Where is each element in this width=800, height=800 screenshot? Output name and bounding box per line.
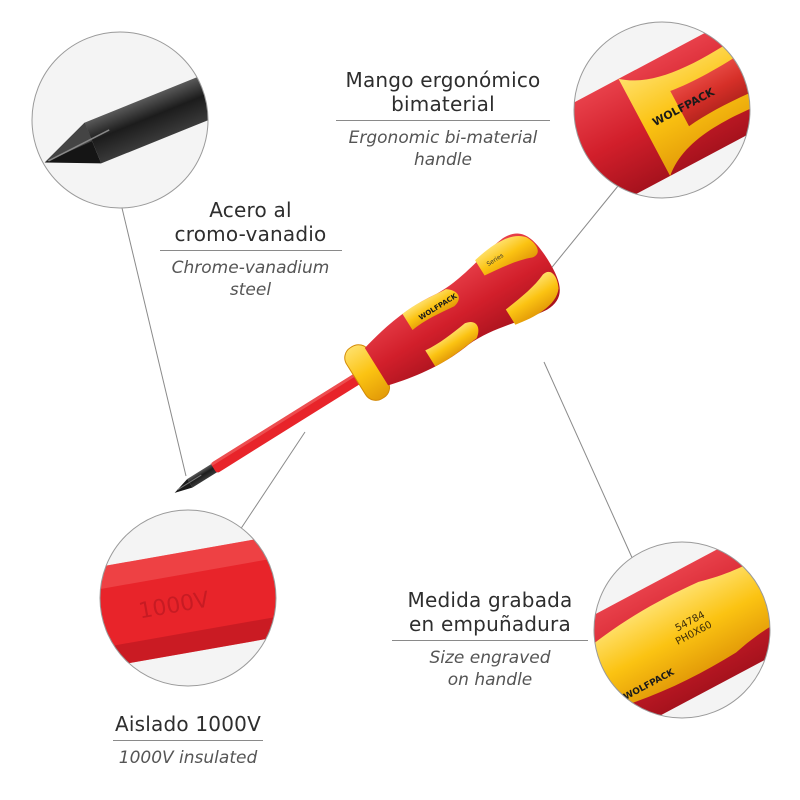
callout-insulated-es-line1: Aislado 1000V — [115, 712, 261, 736]
detail-circle-tip — [31, 31, 209, 209]
callout-steel-es-line2: cromo-vanadio — [174, 222, 327, 246]
callout-engraved: Medida grabada en empuñadura Size engrav… — [382, 588, 598, 691]
callout-steel-es-line1: Acero al — [209, 198, 292, 222]
detail-circle-shaft: 1000V — [99, 509, 277, 687]
insulated-shaft — [211, 371, 365, 473]
callout-handle-en-line1: Ergonomic bi-material — [348, 128, 538, 148]
callout-insulated-divider — [113, 740, 263, 741]
callout-handle-en-line2: handle — [414, 150, 472, 170]
callout-handle-es-line2: bimaterial — [391, 92, 495, 116]
leader-line-engraved — [543, 361, 635, 563]
callout-handle-divider — [336, 120, 550, 121]
leader-lines — [121, 185, 635, 563]
callout-insulated: Aislado 1000V 1000V insulated — [100, 712, 276, 769]
callout-engraved-en-line1: Size engraved — [429, 648, 551, 668]
leader-line-steel — [121, 207, 187, 477]
handle-body — [364, 233, 560, 386]
callout-handle: Mango ergonómico bimaterial Ergonomic bi… — [318, 68, 568, 171]
callout-steel-divider — [159, 250, 342, 251]
callout-insulated-en-line1: 1000V insulated — [118, 748, 258, 768]
callout-steel-en-line1: Chrome-vanadium — [171, 258, 330, 278]
leader-line-insulated — [239, 431, 306, 531]
callout-steel: Acero al cromo-vanadio Chrome-vanadium s… — [148, 198, 353, 301]
callout-steel-en-line2: steel — [229, 280, 272, 300]
callout-engraved-en-line2: on handle — [447, 670, 533, 690]
screwdriver-tip — [174, 463, 219, 493]
screwdriver: WOLFPACK Series — [174, 233, 560, 493]
callout-engraved-es-line2: en empuñadura — [409, 612, 571, 636]
callout-engraved-es-line1: Medida grabada — [407, 588, 573, 612]
leader-line-handle — [539, 185, 619, 283]
callout-engraved-divider — [392, 640, 588, 641]
callout-handle-es-line1: Mango ergonómico — [345, 68, 541, 92]
